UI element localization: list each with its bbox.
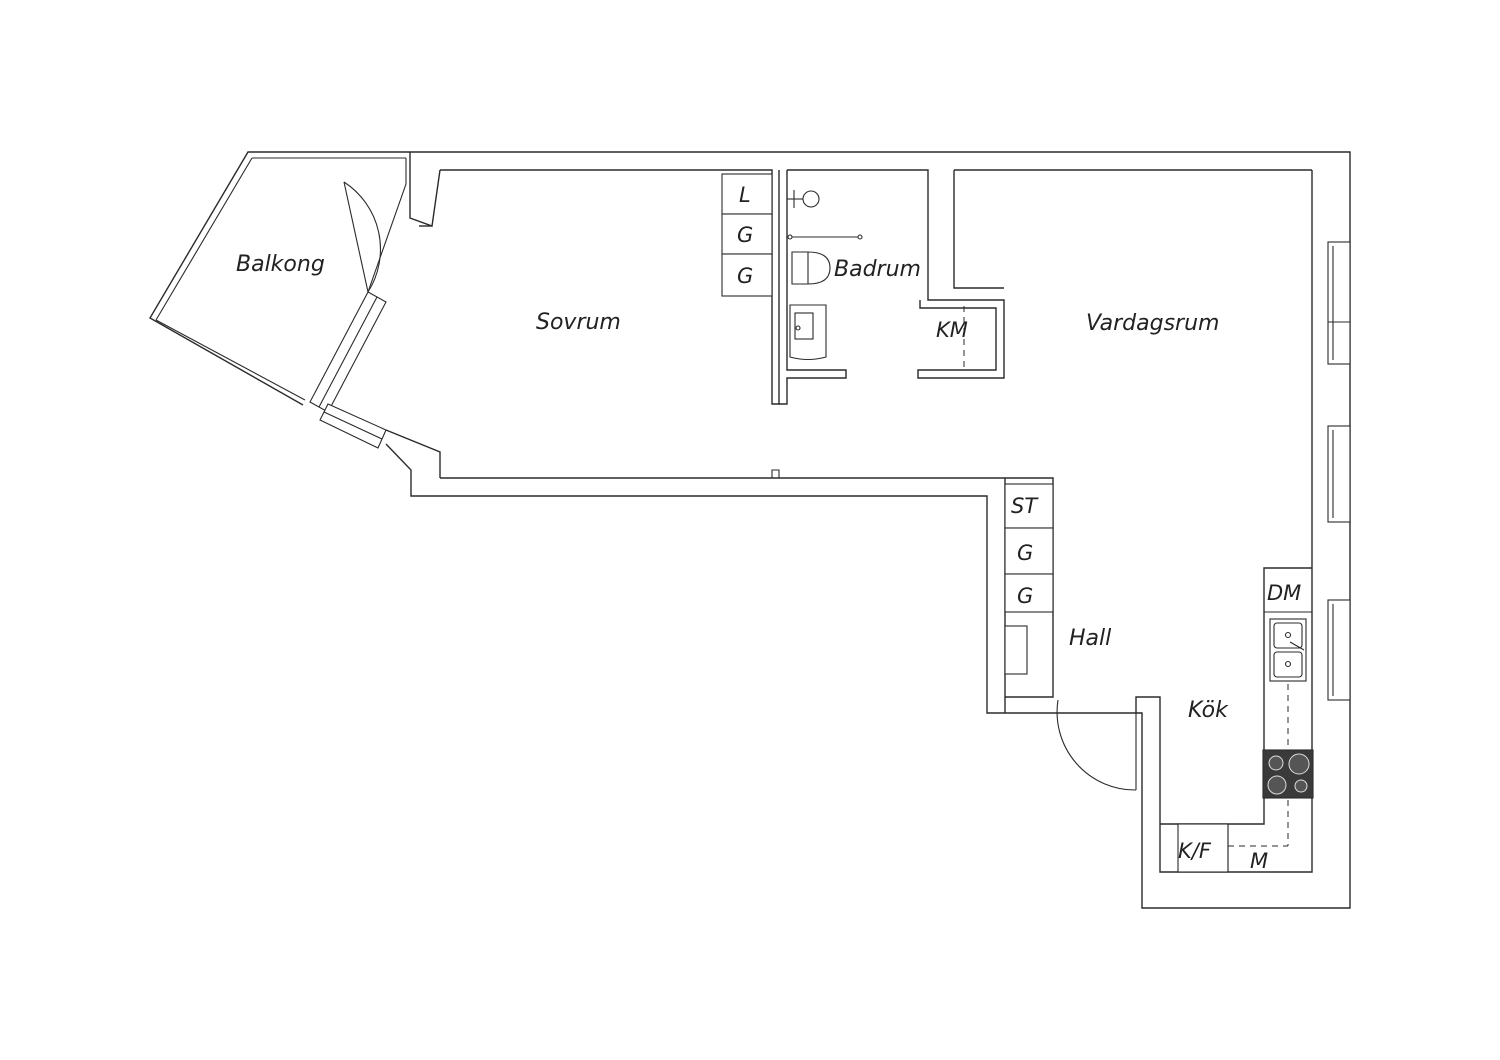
windows — [309, 241, 1351, 701]
room-label-hall: Hall — [1069, 626, 1111, 651]
unit-label-g: G — [737, 223, 753, 247]
wardrobe-l — [721, 173, 773, 215]
wardrobe-hall-g1 — [1004, 527, 1054, 575]
unit-labels: L G G KM ST G G DM K/F M — [737, 183, 1301, 873]
wardrobe-hall-g2 — [1004, 573, 1054, 613]
kitchen-fixtures — [1177, 611, 1314, 873]
room-label-sovrum: Sovrum — [536, 310, 621, 335]
unit-label-g: G — [1017, 584, 1033, 608]
room-label-vardagsrum: Vardagsrum — [1086, 311, 1219, 336]
unit-label-g: G — [737, 264, 753, 288]
unit-label-st: ST — [1011, 494, 1039, 518]
room-labels: Balkong Sovrum Badrum Vardagsrum Hall Kö… — [236, 252, 1229, 723]
room-label-balkong: Balkong — [236, 252, 325, 277]
room-label-badrum: Badrum — [834, 257, 921, 282]
unit-label-kf: K/F — [1178, 839, 1212, 863]
fridge-freezer — [1177, 823, 1229, 873]
doors — [343, 181, 1137, 791]
hall-fixtures — [1004, 483, 1054, 675]
bathroom-fixtures — [721, 173, 965, 372]
wardrobe-g1 — [721, 213, 773, 255]
room-label-kok: Kök — [1188, 698, 1229, 723]
unit-label-dm: DM — [1267, 581, 1301, 605]
unit-label-m: M — [1250, 849, 1268, 873]
unit-label-l: L — [739, 183, 751, 207]
shoe-shelf — [1004, 625, 1028, 675]
wardrobe-g2 — [721, 253, 773, 297]
wardrobe-st — [1004, 483, 1054, 529]
unit-label-g: G — [1017, 541, 1033, 565]
balcony — [149, 151, 410, 406]
toilet-icon — [791, 251, 831, 285]
shower-icon — [802, 190, 820, 208]
unit-label-km: KM — [936, 318, 968, 342]
